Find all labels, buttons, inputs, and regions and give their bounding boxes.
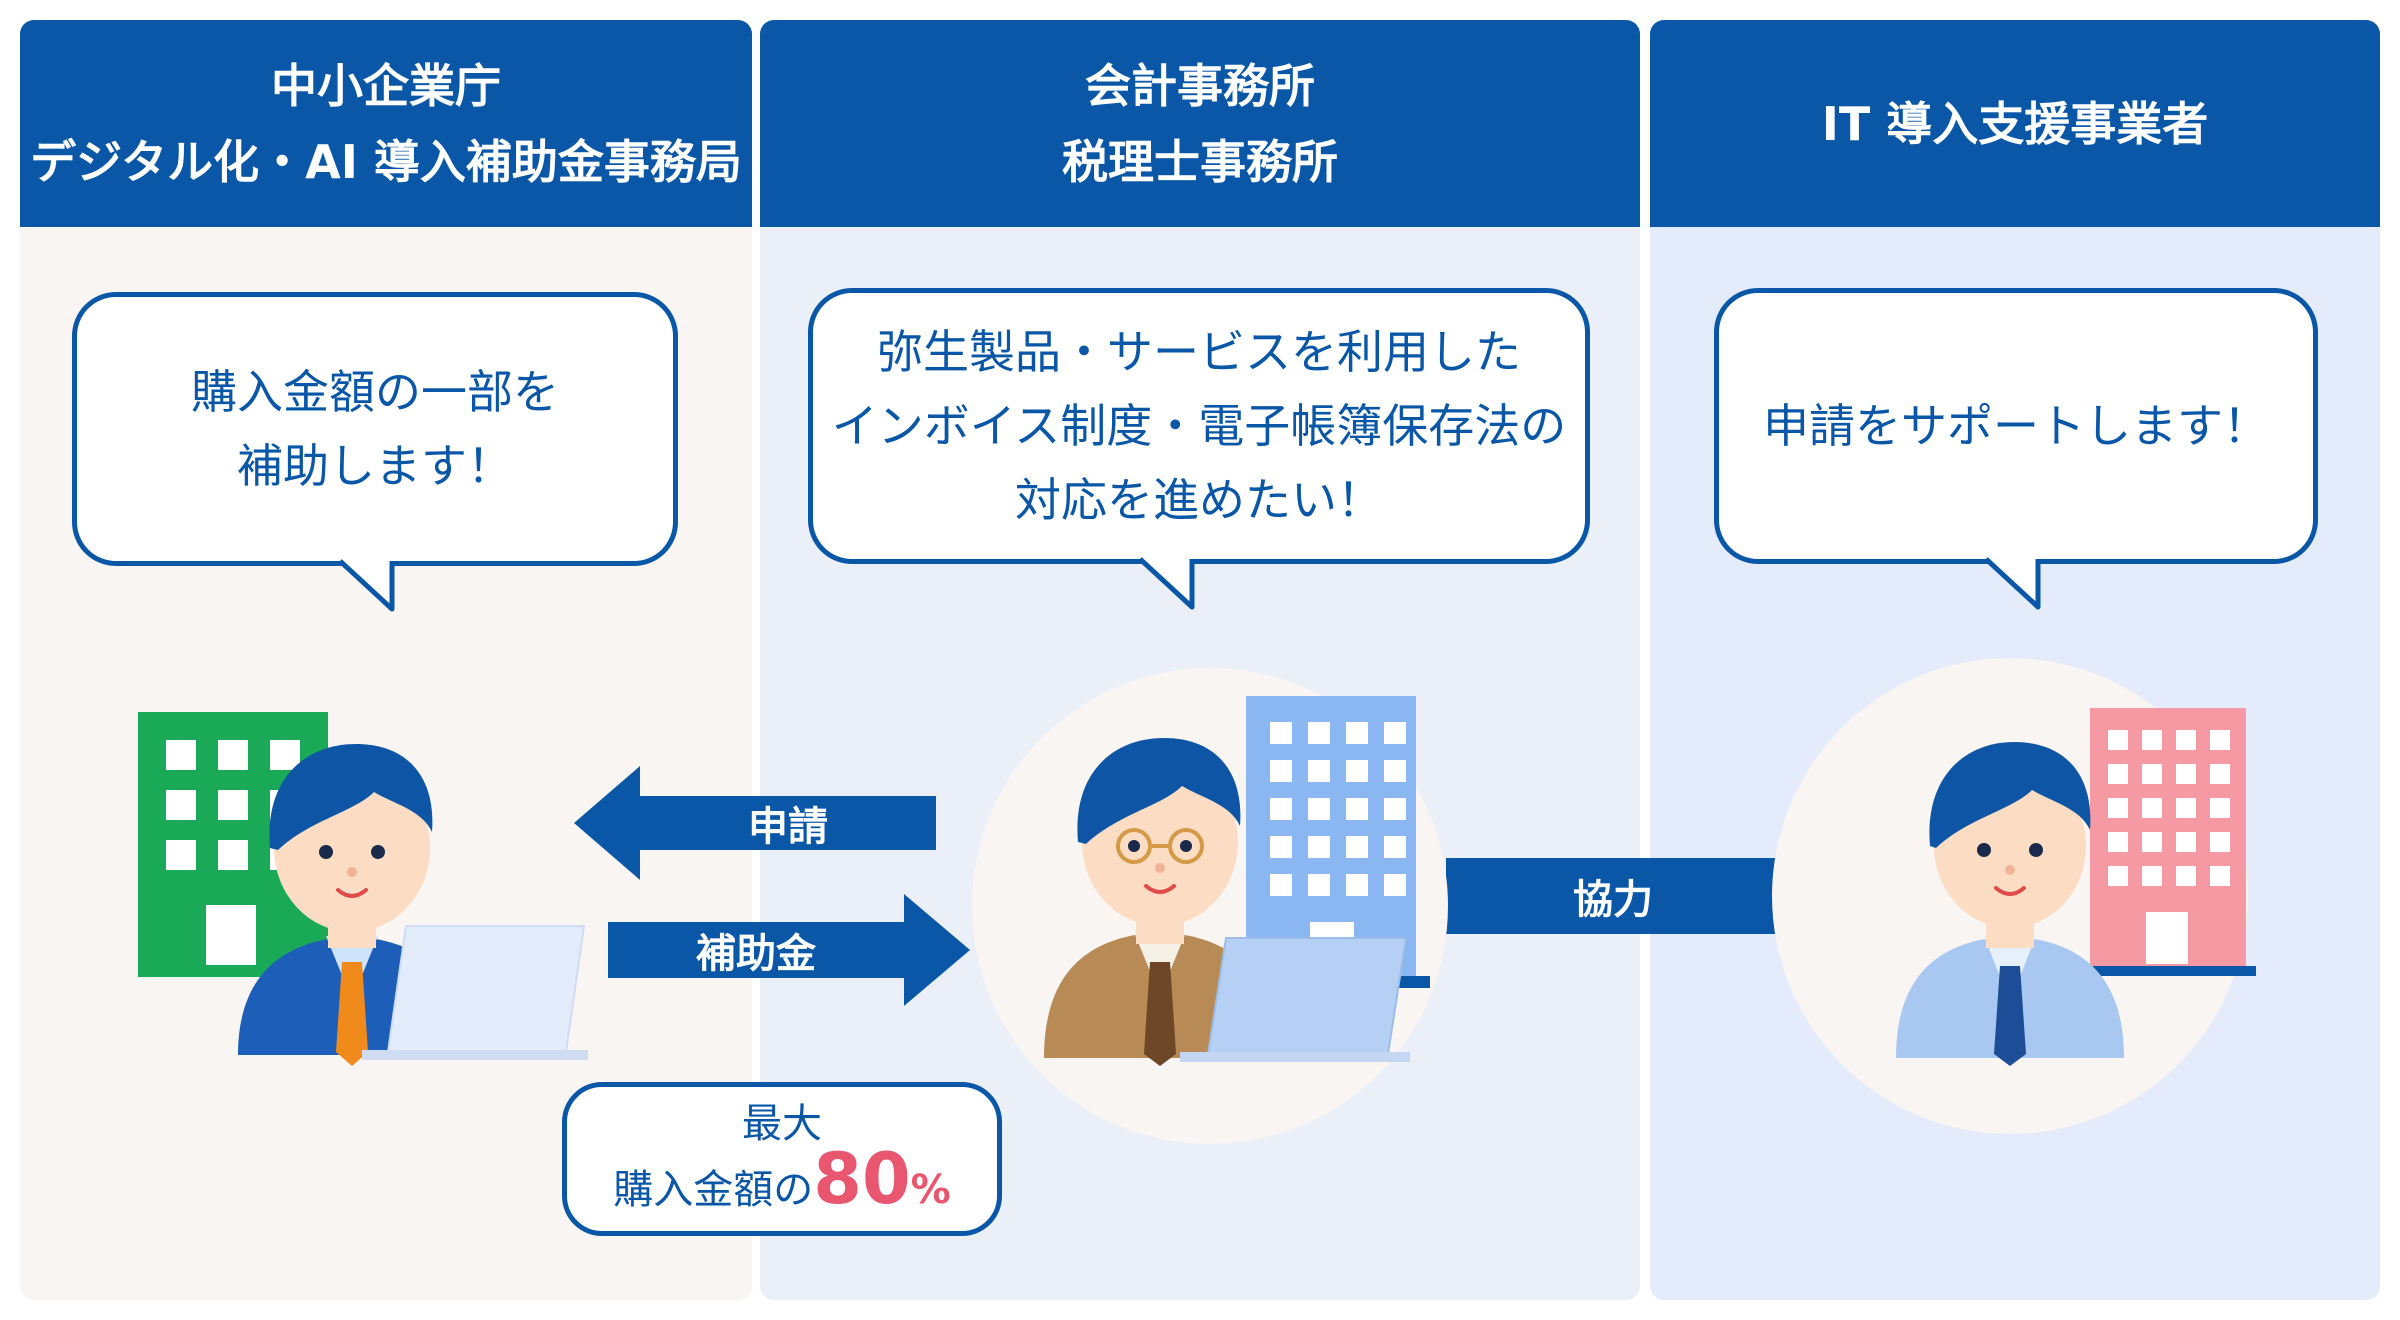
agency-bubble-line-1: 購入金額の一部を <box>191 365 559 419</box>
agency-bubble-line-2: 補助します！ <box>237 439 513 493</box>
blue-building-icon <box>1232 696 1430 988</box>
accounting-illustration <box>972 668 1448 1144</box>
accounting-speech-bubble: 弥生製品・サービスを利用した インボイス制度・電子帳簿保存法の 対応を進めたい！ <box>808 288 1590 564</box>
pink-building-icon <box>2080 708 2256 976</box>
max-rate-line: 購入金額の80% <box>613 1144 951 1220</box>
accounting-bubble-tail <box>1138 557 1195 610</box>
agency-header-line-1: 中小企業庁 <box>271 58 501 113</box>
agency-bubble-tail <box>338 559 395 612</box>
it-vendor-header: IT 導入支援事業者 <box>1650 20 2380 227</box>
it-vendor-header-line-1: IT 導入支援事業者 <box>1821 96 2209 151</box>
accountant-laptop-icon <box>1180 937 1410 1062</box>
agency-header-line-2: デジタル化・AI 導入補助金事務局 <box>30 134 742 189</box>
rate-prefix: 購入金額の <box>613 1166 814 1213</box>
accounting-bubble-line-1: 弥生製品・サービスを利用した <box>877 325 1521 379</box>
apply-arrow <box>574 766 936 880</box>
subsidy-arrow <box>608 894 970 1006</box>
max-label: 最大 <box>742 1100 822 1147</box>
max-subsidy-box: 最大 購入金額の80% <box>562 1082 1002 1236</box>
column-agency: 中小企業庁 デジタル化・AI 導入補助金事務局 <box>20 20 752 1300</box>
cooperation-label: 協力 <box>1573 877 1653 923</box>
subsidy-arrow-label: 補助金 <box>696 931 816 977</box>
it-vendor-speech-bubble: 申請をサポートします！ <box>1714 288 2318 564</box>
agency-laptop-icon <box>362 925 588 1060</box>
rate-unit: % <box>910 1166 951 1213</box>
accounting-bubble-line-2: インボイス制度・電子帳簿保存法の <box>831 399 1567 453</box>
accounting-bubble-line-3: 対応を進めたい！ <box>1015 473 1383 527</box>
agency-illustration <box>138 712 588 1066</box>
it-vendor-person-avatar <box>1896 742 2124 1066</box>
accounting-header-line-1: 会計事務所 <box>1085 58 1315 113</box>
it-vendor-bubble-line-1: 申請をサポートします！ <box>1763 399 2269 453</box>
it-vendor-bubble-tail <box>1984 557 2041 610</box>
accounting-header-line-2: 税理士事務所 <box>1062 134 1338 189</box>
agency-header: 中小企業庁 デジタル化・AI 導入補助金事務局 <box>20 20 752 227</box>
apply-arrow-label: 申請 <box>748 804 828 850</box>
rate-number: 80 <box>813 1137 911 1220</box>
cooperation-bar <box>1446 858 1780 934</box>
it-vendor-illustration <box>1772 658 2256 1134</box>
agency-speech-bubble: 購入金額の一部を 補助します！ <box>72 292 678 566</box>
accounting-header: 会計事務所 税理士事務所 <box>760 20 1640 227</box>
